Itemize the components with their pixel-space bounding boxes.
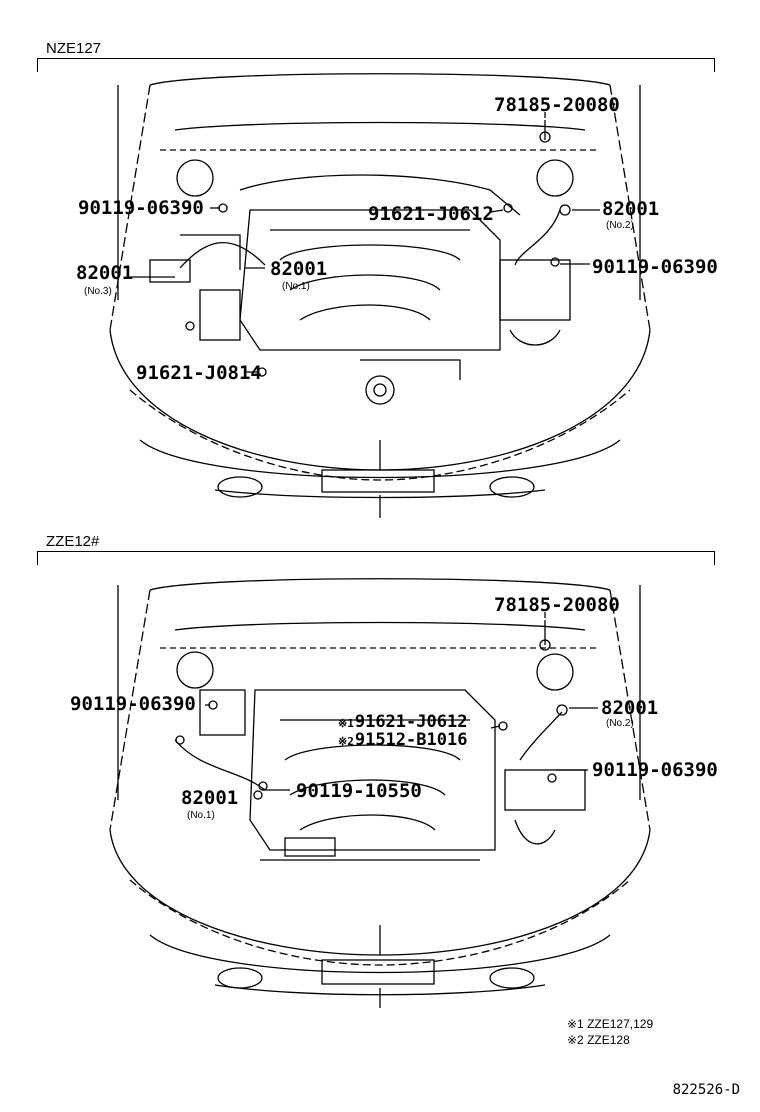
part-label-91512-b1016: ※291512-B1016 xyxy=(338,730,468,750)
engine-bay-illustration-nze127 xyxy=(109,73,651,518)
section-title-nze127: NZE127 xyxy=(46,40,102,57)
part-sublabel-no1: (No.1) xyxy=(187,810,215,821)
part-label-91621-j0612: 91621-J0612 xyxy=(368,203,494,225)
part-label-82001-no2: 82001 xyxy=(602,198,660,220)
note-marker-2: ※2 xyxy=(338,735,354,748)
part-label-90119-06390: 90119-06390 xyxy=(78,197,204,219)
part-label-82001-no1: 82001 xyxy=(270,258,328,280)
note-marker-1: ※1 xyxy=(338,717,354,730)
part-label-78185-20080: 78185-20080 xyxy=(494,94,620,116)
engine-bay-illustration-zze12 xyxy=(109,578,651,1008)
part-label-82001-no1: 82001 xyxy=(181,787,239,809)
part-sublabel-no3: (No.3) xyxy=(84,286,112,297)
section-divider-tick-left xyxy=(37,551,38,565)
part-label-82001-no2: 82001 xyxy=(601,697,659,719)
footnote-1: ※1 ZZE127,129 xyxy=(567,1017,654,1031)
part-label-90119-06390: 90119-06390 xyxy=(70,693,196,715)
section-divider-tick-right xyxy=(714,58,715,72)
section-divider xyxy=(37,551,715,552)
section-divider xyxy=(37,58,715,59)
drawing-code: 822526-D xyxy=(672,1082,740,1098)
part-label-91621-j0612: ※191621-J0612 xyxy=(338,712,468,732)
part-label-90119-10550: 90119-10550 xyxy=(296,780,422,802)
section-divider-tick-left xyxy=(37,58,38,72)
part-label-78185-20080: 78185-20080 xyxy=(494,594,620,616)
part-sublabel-no2: (No.2) xyxy=(606,220,634,231)
section-divider-tick-right xyxy=(714,551,715,565)
footnote-2: ※2 ZZE128 xyxy=(567,1033,630,1047)
part-label-91621-j0814: 91621-J0814 xyxy=(136,362,262,384)
part-sublabel-no2: (No.2) xyxy=(606,718,634,729)
part-sublabel-no1: (No.1) xyxy=(282,281,310,292)
part-label-90119-06390-right: 90119-06390 xyxy=(592,759,718,781)
part-label-90119-06390-right: 90119-06390 xyxy=(592,256,718,278)
part-label-82001-no3: 82001 xyxy=(76,262,134,284)
section-title-zze12: ZZE12# xyxy=(46,533,100,550)
